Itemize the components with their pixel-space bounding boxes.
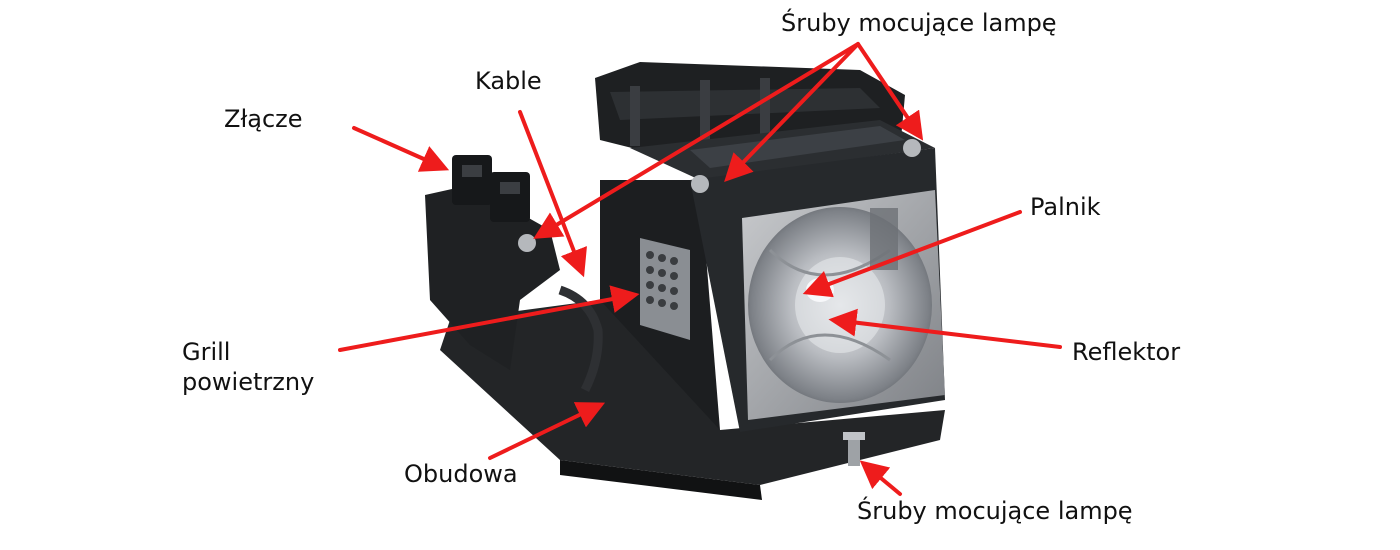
label-air-grill-line2: powietrzny [182, 368, 315, 396]
arrow-screws-top-3 [856, 42, 924, 141]
lamp-module-illustration [425, 62, 945, 500]
label-air-grill-line1: Grill [182, 338, 231, 366]
arrow-cables [518, 110, 587, 278]
label-screws-bottom: Śruby mocujące lampę [857, 497, 1133, 525]
annotation-arrows [338, 42, 1062, 496]
arrow-reflector [828, 308, 1062, 349]
label-cables: Kable [475, 67, 542, 95]
label-housing: Obudowa [404, 460, 518, 488]
label-air-grill: Grill powietrzny [182, 337, 314, 397]
label-connector: Złącze [224, 105, 303, 133]
arrow-screws-bottom [859, 460, 902, 496]
label-screws-top: Śruby mocujące lampę [781, 9, 1057, 37]
arrow-connector [352, 126, 450, 172]
label-burner: Palnik [1030, 193, 1101, 221]
arrow-housing [488, 402, 606, 460]
arrow-screws-top-2 [724, 42, 860, 183]
arrow-screws-top-1 [533, 42, 860, 239]
arrow-grill [338, 285, 640, 352]
arrow-burner [802, 210, 1022, 298]
label-reflector: Reflektor [1072, 338, 1181, 366]
